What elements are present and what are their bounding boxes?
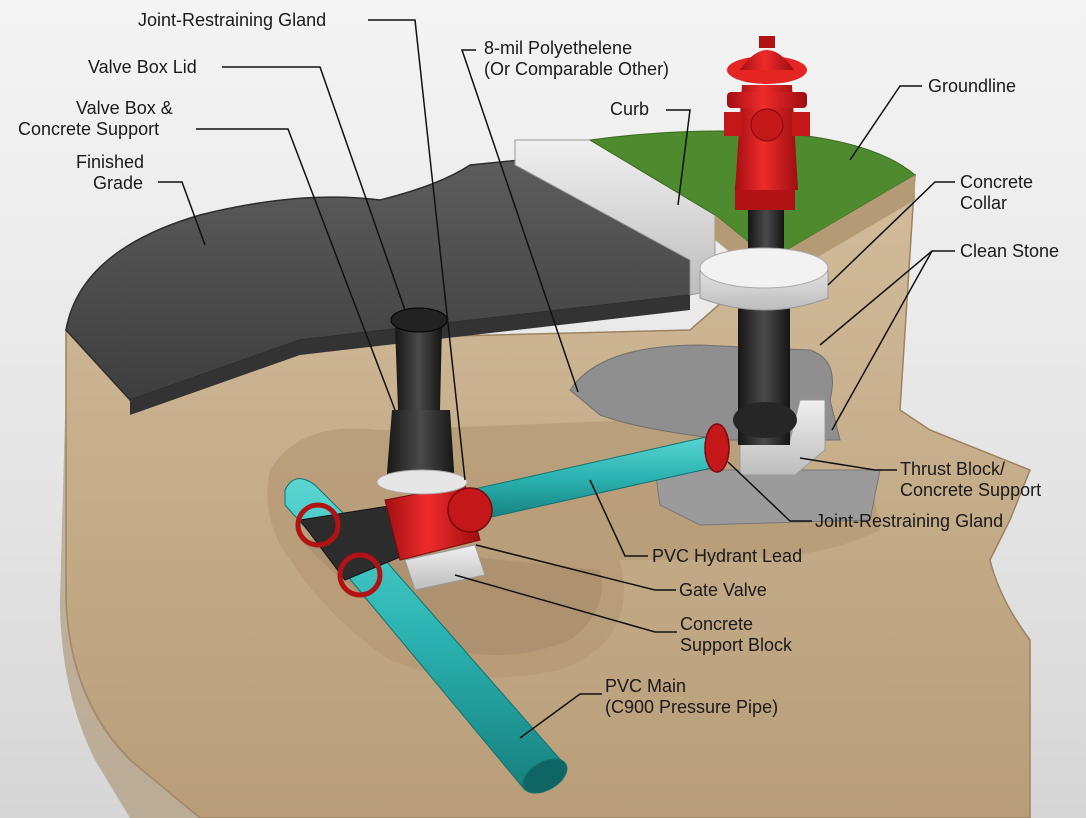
thrust-block [739, 399, 826, 476]
asphalt-edge [130, 295, 690, 415]
label-polyethylene-1: 8-mil Polyethelene [484, 38, 632, 58]
label-joint-restraining-gland-bottom: Joint-Restraining Gland [815, 511, 1003, 531]
leader-concrete-collar [827, 181, 955, 286]
label-polyethylene-2: (Or Comparable Other) [484, 59, 669, 79]
leader-gate-valve [475, 544, 676, 591]
asphalt-road [65, 159, 691, 401]
leader-thrust-block [799, 457, 897, 471]
gland-hydrant-lead [704, 423, 730, 473]
leader-valve-box-lid [222, 66, 406, 311]
hydrant-shoe [733, 402, 797, 438]
leader-clean-stone-2 [831, 250, 933, 431]
pvc-main-end [522, 758, 568, 794]
valve-box-upper [395, 325, 442, 410]
leader-joint-gland-bottom [727, 461, 812, 522]
label-support-block-1: Concrete [680, 614, 753, 634]
label-groundline: Groundline [928, 76, 1016, 96]
label-joint-restraining-gland-top: Joint-Restraining Gland [138, 10, 326, 30]
leader-support-block [454, 574, 677, 633]
label-curb: Curb [610, 99, 649, 119]
label-gate-valve: Gate Valve [679, 580, 767, 600]
tee-flange-left [295, 502, 341, 548]
valve-box-lid [390, 307, 448, 333]
concrete-support-block [404, 544, 486, 591]
label-thrust-block-2: Concrete Support [900, 480, 1041, 500]
leader-joint-gland-top [368, 19, 466, 481]
valve-box-concrete-support [376, 469, 468, 495]
leader-finished-grade [158, 181, 206, 246]
leader-curb [666, 109, 691, 206]
leader-pvc-hydrant-lead [589, 479, 648, 557]
fire-hydrant [724, 36, 810, 210]
leader-lines [158, 19, 955, 739]
concrete-collar-top [699, 247, 829, 289]
label-valve-box-support-2: Concrete Support [18, 119, 159, 139]
label-thrust-block-1: Thrust Block/ [900, 459, 1005, 479]
label-valve-box-lid: Valve Box Lid [88, 57, 197, 77]
label-finished-grade-1: Finished [76, 152, 144, 172]
leader-groundline [849, 85, 922, 161]
label-finished-grade-2: Grade [93, 173, 143, 193]
label-pvc-main-2: (C900 Pressure Pipe) [605, 697, 778, 717]
gate-valve-flange [447, 487, 493, 533]
valve-box-lower [386, 410, 455, 485]
tee-flange-bottom [337, 552, 383, 598]
leader-polyethylene [460, 49, 579, 393]
label-support-block-2: Support Block [680, 635, 793, 655]
label-pvc-main-1: PVC Main [605, 676, 686, 696]
label-valve-box-support-1: Valve Box & [76, 98, 173, 118]
label-pvc-hydrant-lead: PVC Hydrant Lead [652, 546, 802, 566]
label-clean-stone: Clean Stone [960, 241, 1059, 261]
label-concrete-collar-2: Collar [960, 193, 1007, 213]
leader-pvc-main [519, 693, 602, 739]
leader-valve-box-support [196, 128, 396, 411]
label-concrete-collar-1: Concrete [960, 172, 1033, 192]
